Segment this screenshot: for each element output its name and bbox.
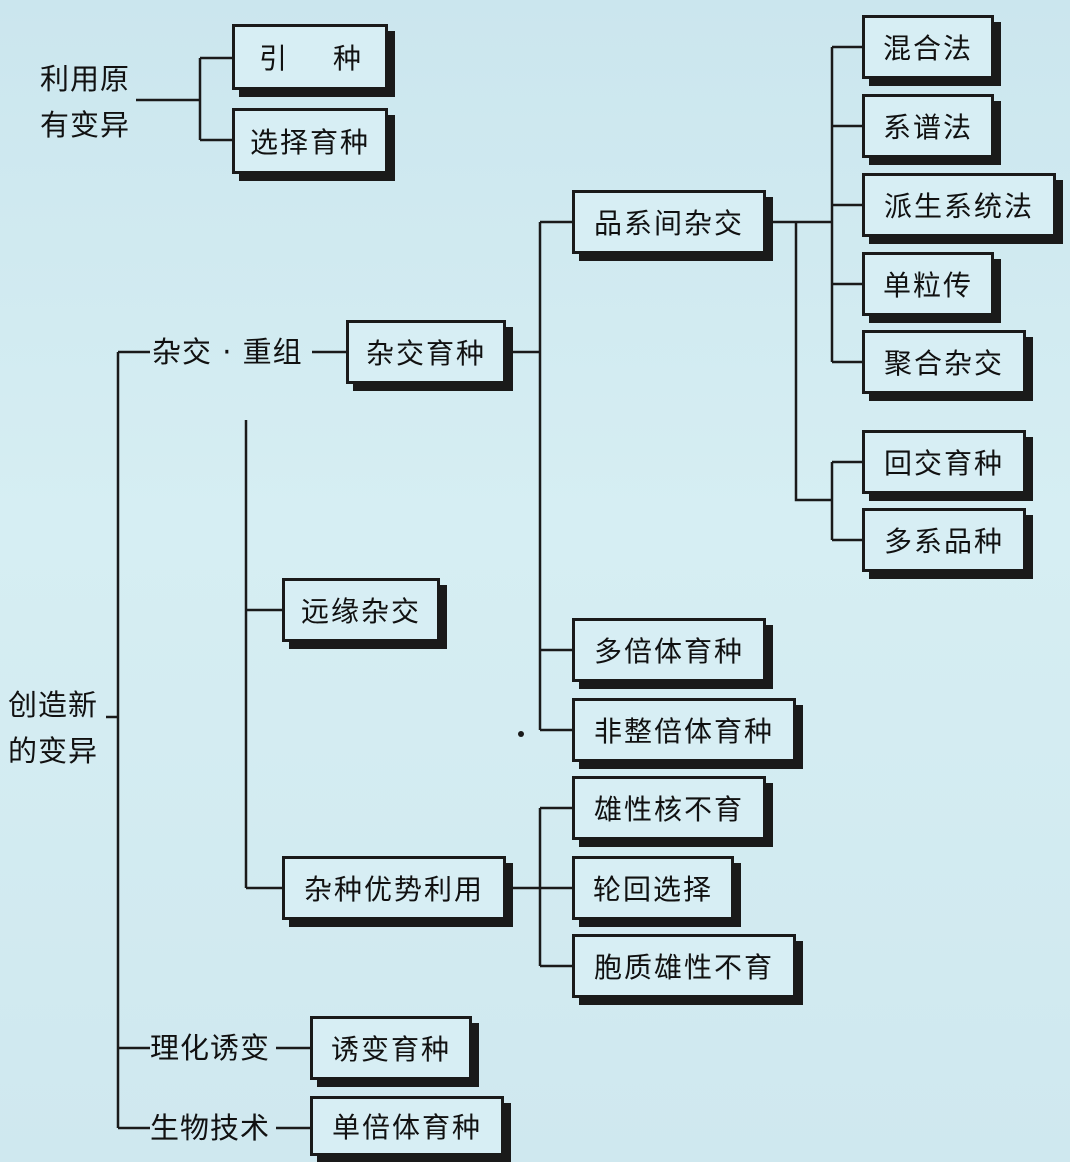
category-biotech: 生物技术 [150, 1111, 271, 1145]
dot-mark [518, 731, 524, 737]
node-convergent-cross: 聚合杂交 [862, 330, 1026, 394]
node-introduction: 引种 [232, 24, 388, 90]
node-genic-male-sterility: 雄性核不育 [572, 776, 766, 840]
node-aneuploid-label: 非整倍体育种 [593, 715, 774, 748]
root-label-line1: 创造新 [8, 688, 99, 722]
node-intervarietal: 品系间杂交 [572, 190, 766, 254]
node-genic-male-sterility-label: 雄性核不育 [593, 793, 744, 826]
node-recurrent-selection: 轮回选择 [572, 856, 734, 920]
node-haploid: 单倍体育种 [310, 1096, 504, 1156]
category-original-line2: 有变异 [40, 108, 131, 142]
node-derived-line-method: 派生系统法 [862, 173, 1056, 237]
node-cross-breeding-label: 杂交育种 [365, 337, 486, 370]
node-multiline-variety-label: 多系品种 [883, 525, 1004, 558]
node-backcross-breeding-label: 回交育种 [883, 447, 1004, 480]
node-polyploid-label: 多倍体育种 [593, 635, 744, 668]
node-pedigree-method-label: 系谱法 [882, 111, 973, 144]
category-original-line1: 利用原 [40, 62, 131, 96]
node-recurrent-selection-label: 轮回选择 [592, 873, 713, 906]
root-label-line2: 的变异 [8, 734, 99, 768]
node-haploid-label: 单倍体育种 [331, 1111, 482, 1144]
node-multiline-variety: 多系品种 [862, 508, 1026, 572]
category-hybrid: 杂交 · 重组 [152, 335, 303, 369]
node-selection-label: 选择育种 [249, 126, 370, 159]
node-cytoplasmic-male-sterility: 胞质雄性不育 [572, 934, 796, 998]
node-introduction-label: 引种 [258, 42, 407, 75]
node-wide-cross: 远缘杂交 [282, 578, 440, 642]
node-mutation-breeding: 诱变育种 [310, 1016, 472, 1080]
node-wide-cross-label: 远缘杂交 [300, 595, 421, 628]
node-bulk-method: 混合法 [862, 15, 994, 79]
node-bulk-method-label: 混合法 [882, 32, 973, 65]
category-mutation: 理化诱变 [150, 1031, 271, 1065]
node-pedigree-method: 系谱法 [862, 94, 994, 158]
node-single-seed-descent: 单粒传 [862, 252, 994, 316]
node-selection: 选择育种 [232, 108, 388, 174]
node-intervarietal-label: 品系间杂交 [593, 207, 744, 240]
node-heterosis: 杂种优势利用 [282, 856, 506, 920]
node-cross-breeding: 杂交育种 [346, 320, 506, 384]
original-connector [136, 56, 232, 142]
node-mutation-breeding-label: 诱变育种 [330, 1033, 451, 1066]
node-heterosis-label: 杂种优势利用 [303, 873, 484, 906]
node-polyploid: 多倍体育种 [572, 618, 766, 682]
node-single-seed-descent-label: 单粒传 [882, 269, 973, 302]
node-backcross-breeding: 回交育种 [862, 430, 1026, 494]
node-cytoplasmic-male-sterility-label: 胞质雄性不育 [593, 951, 774, 984]
node-derived-line-method-label: 派生系统法 [883, 190, 1034, 223]
backcross-branch [794, 222, 832, 502]
node-convergent-cross-label: 聚合杂交 [883, 347, 1004, 380]
node-aneuploid: 非整倍体育种 [572, 698, 796, 762]
